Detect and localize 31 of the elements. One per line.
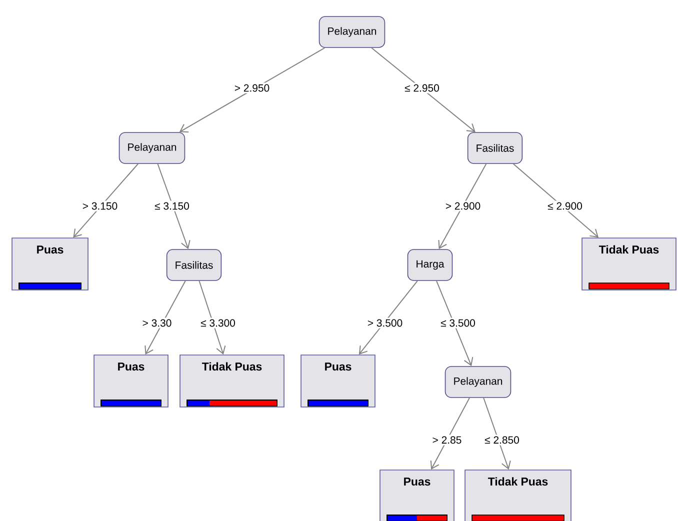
leaf-box: Puas [12,238,88,290]
edge-label: ≤ 3.150 [153,200,191,212]
split-node: Pelayanan [118,132,186,164]
leaf-box: Tidak Puas [582,238,676,290]
leaf-box: Puas [94,354,168,408]
edge-label: ≤ 3.500 [439,318,477,328]
arrow [371,47,476,132]
split-node: Fasilitas [467,132,523,164]
arrow [512,163,599,238]
split-node: Pelayanan [318,16,386,48]
split-node: Harga [407,249,453,281]
edge-label: ≤ 2.900 [546,200,584,212]
arrow [179,47,326,133]
edge-label: ≤ 2.950 [403,82,441,94]
edge-label: ≤ 3.300 [199,318,237,328]
arrow [144,280,186,355]
arrow [157,163,190,250]
leaf-box: Tidak Puas [180,354,284,408]
arrow [198,280,226,355]
split-node: Pelayanan [444,366,512,398]
arrow [430,397,470,470]
arrow [358,280,418,355]
split-node: Fasilitas [166,249,222,281]
arrow [436,280,474,366]
leaf-box: Puas [380,470,454,521]
edge-label: ≤ 2.850 [483,434,521,446]
arrow [483,397,511,470]
arrow [73,163,139,238]
arrow [438,163,487,250]
leaf-box: Puas [300,354,376,408]
leaf-box: Tidak Puas [464,470,572,521]
